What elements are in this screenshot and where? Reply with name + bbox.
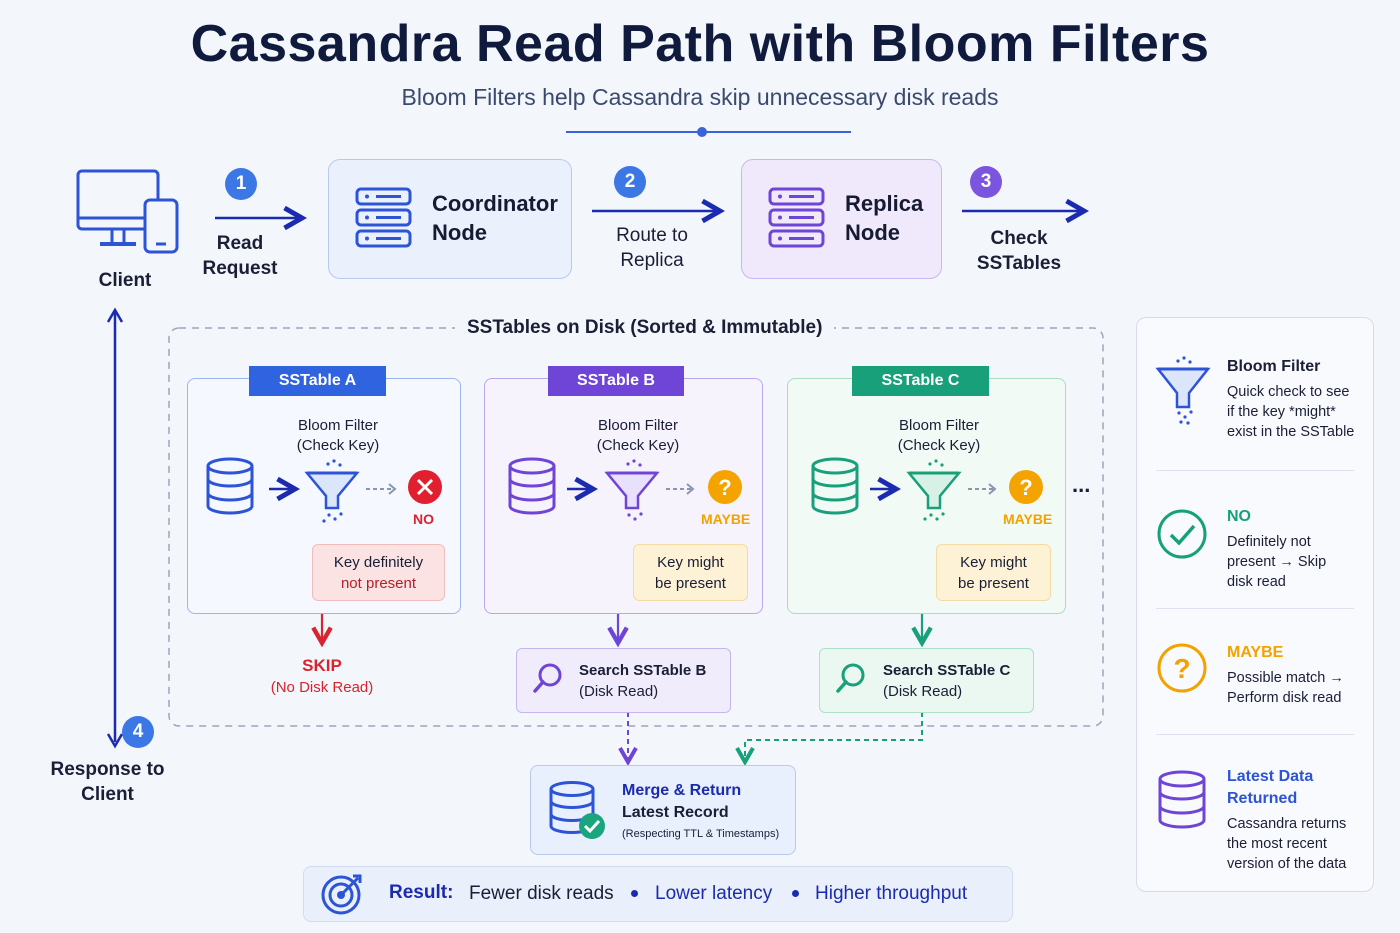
sstable-c-tag: SSTable C xyxy=(852,366,989,396)
result-item-2: Lower latency xyxy=(655,883,773,904)
arrow-c-merge xyxy=(745,712,923,762)
question-circle-icon: ? xyxy=(708,470,742,504)
sstable-c-check-row: ? xyxy=(811,457,1043,521)
merge-label: Merge & Return Latest Record (Respecting… xyxy=(622,782,780,840)
header-divider xyxy=(566,131,851,133)
monitor-icon xyxy=(76,169,179,254)
search-sstable-b-label: Search SSTable B(Disk Read) xyxy=(579,662,707,700)
question-circle-icon: ? xyxy=(1157,643,1207,693)
target-icon xyxy=(321,874,362,915)
legend-latest-data: Latest Data Returned Cassandra returns t… xyxy=(1227,768,1347,872)
magnifier-icon xyxy=(836,663,865,693)
sstable-b-check-row: ? xyxy=(508,457,742,521)
sstable-c-result: MAYBE xyxy=(1003,511,1053,527)
skip-label: SKIP (No Disk Read) xyxy=(270,656,374,696)
merge-box xyxy=(530,765,796,855)
sstable-b-result: MAYBE xyxy=(701,511,751,527)
legend-bloom-filter: Bloom Filter Quick check to see if the k… xyxy=(1227,358,1355,440)
search-sstable-c xyxy=(819,648,1034,713)
database-icon xyxy=(508,457,556,515)
sstables-title: SSTables on Disk (Sorted & Immutable) xyxy=(455,317,835,339)
step-3-badge: 3 xyxy=(970,166,1002,198)
sstable-a-bloom-label: Bloom Filter(Check Key) xyxy=(296,417,380,454)
sstable-a-check-row xyxy=(206,457,442,523)
client-label: Client xyxy=(98,270,152,291)
result-label: Result: xyxy=(389,882,454,903)
legend-separator xyxy=(1156,608,1354,609)
database-check-icon xyxy=(549,781,605,839)
result-bullet-2 xyxy=(792,890,799,897)
server-icon xyxy=(768,187,825,248)
more-sstables-ellipsis: ... xyxy=(1072,472,1091,497)
svg-text:?: ? xyxy=(718,475,731,500)
sstable-a-tag: SSTable A xyxy=(249,366,386,396)
database-icon xyxy=(811,457,859,515)
result-item-3: Higher throughput xyxy=(815,883,968,904)
legend-separator xyxy=(1156,470,1354,471)
svg-text:?: ? xyxy=(1173,653,1190,684)
legend-no: NO Definitely not present → Skip disk re… xyxy=(1227,508,1327,590)
funnel-icon xyxy=(906,459,962,521)
step-1-badge: 1 xyxy=(225,168,257,200)
check-circle-icon xyxy=(1157,509,1207,559)
question-circle-icon: ? xyxy=(1009,470,1043,504)
response-arrow-up xyxy=(106,307,124,323)
page-title: Cassandra Read Path with Bloom Filters xyxy=(190,15,1210,73)
funnel-icon xyxy=(604,459,660,521)
header-divider-dot xyxy=(697,127,707,137)
x-circle-icon xyxy=(408,470,442,504)
server-icon xyxy=(355,187,412,248)
step-4-badge: 4 xyxy=(122,716,154,748)
svg-text:?: ? xyxy=(1019,475,1032,500)
sstable-b-tag: SSTable B xyxy=(548,366,684,396)
step-2-badge: 2 xyxy=(614,166,646,198)
result-bullet-1 xyxy=(631,890,638,897)
funnel-icon xyxy=(304,459,360,523)
coordinator-node xyxy=(328,159,572,279)
legend-separator xyxy=(1156,734,1354,735)
response-arrow-down xyxy=(106,733,124,749)
page-subtitle: Bloom Filters help Cassandra skip unnece… xyxy=(401,84,999,110)
legend-maybe: MAYBE Possible match → Perform disk read xyxy=(1227,644,1344,706)
database-icon xyxy=(1158,770,1206,829)
sstable-c-bloom-label: Bloom Filter(Check Key) xyxy=(897,417,981,454)
legend-panel xyxy=(1136,317,1374,892)
replica-node xyxy=(741,159,942,279)
funnel-icon xyxy=(1155,356,1211,425)
magnifier-icon xyxy=(533,663,562,693)
search-sstable-b xyxy=(516,648,731,713)
search-sstable-c-label: Search SSTable C(Disk Read) xyxy=(883,662,1011,700)
result-bar xyxy=(303,866,1013,922)
result-item-1: Fewer disk reads xyxy=(469,883,614,904)
sstable-b-bloom-label: Bloom Filter(Check Key) xyxy=(596,417,680,454)
database-icon xyxy=(206,457,254,515)
sstable-a-result: NO xyxy=(413,511,434,527)
